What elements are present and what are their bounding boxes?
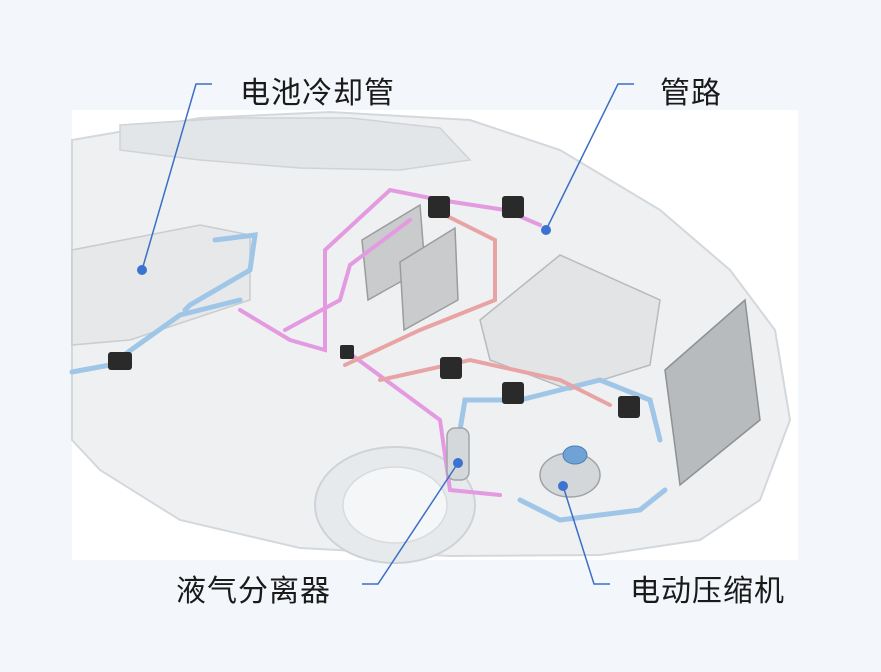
power-electronics-box [479,254,661,391]
leader-line-separator [362,462,459,585]
heat-exchangers [361,203,459,332]
label-electric-compressor: 电动压缩机 [630,574,785,609]
leader-lines [141,83,634,585]
red-pipes [343,213,612,407]
leader-line-pipe [545,83,634,231]
leader-line-battery [141,83,212,271]
dot-pipe [541,225,551,235]
leader-line-compressor [562,485,610,585]
dot-separator [453,458,463,468]
label-battery-cooling-pipe: 电池冷却管 [240,76,395,111]
hot-pipes [238,187,542,497]
leader-dots [137,225,568,491]
label-pipeline: 管路 [660,76,722,111]
battery-pack [71,224,251,346]
car-windshield [119,117,472,171]
car-body [71,110,792,558]
front-condenser [664,298,761,487]
front-wheel [314,446,476,564]
dot-compressor [558,481,568,491]
label-liquid-gas-separator: 液气分离器 [176,574,331,609]
valves [108,196,640,418]
dot-battery [137,265,147,275]
cold-pipes [69,232,668,523]
compressor-body [539,445,601,498]
separator-body [446,427,470,481]
